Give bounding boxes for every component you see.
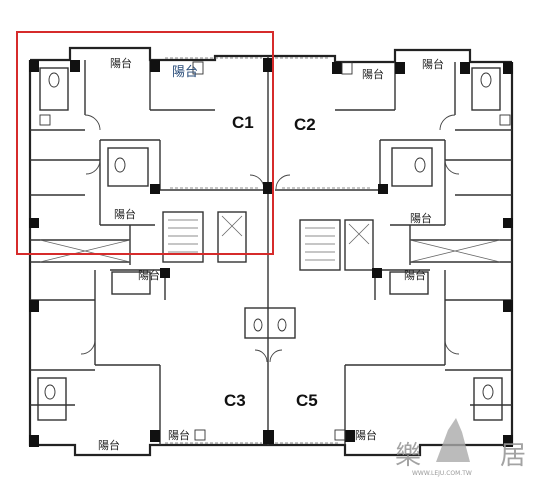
balcony-label: 陽台 xyxy=(355,428,377,442)
balcony-label: 陽台 xyxy=(110,56,132,70)
unit-label-c3: C3 xyxy=(224,391,246,410)
interior-walls xyxy=(30,56,512,445)
watermark-logo: 樂 居 WWW.LEJU.COM.TW xyxy=(395,418,526,477)
unit-label-c2: C2 xyxy=(294,115,316,134)
outer-walls xyxy=(28,46,514,457)
unit-label-c1: C1 xyxy=(232,113,254,132)
balcony-label: 陽台 xyxy=(168,428,190,442)
watermark-text-left: 樂 xyxy=(395,441,421,471)
balcony-label: 陽台 xyxy=(114,207,136,221)
balcony-label: 陽台 xyxy=(172,65,198,80)
door-swings xyxy=(80,114,460,363)
watermark-subtext: WWW.LEJU.COM.TW xyxy=(412,470,472,477)
balcony-label: 陽台 xyxy=(404,268,426,282)
balcony-label: 陽台 xyxy=(138,268,160,282)
unit-label-c5: C5 xyxy=(296,391,318,410)
fixtures xyxy=(39,61,511,441)
balcony-label: 陽台 xyxy=(98,438,120,452)
watermark-text-right: 居 xyxy=(500,441,526,471)
balcony-labels: 陽台 陽台 陽台 陽台 陽台 陽台 陽台 陽台 陽台 陽台 陽台 xyxy=(98,56,444,452)
balcony-label: 陽台 xyxy=(422,57,444,71)
highlight-box-c1 xyxy=(16,31,274,255)
balcony-label: 陽台 xyxy=(362,67,384,81)
balcony-label: 陽台 xyxy=(410,211,432,225)
window-marks xyxy=(39,57,501,444)
unit-labels: C1 C2 C3 C5 xyxy=(224,113,318,410)
watermark-figure-icon xyxy=(436,418,470,462)
structural-columns xyxy=(29,58,513,447)
